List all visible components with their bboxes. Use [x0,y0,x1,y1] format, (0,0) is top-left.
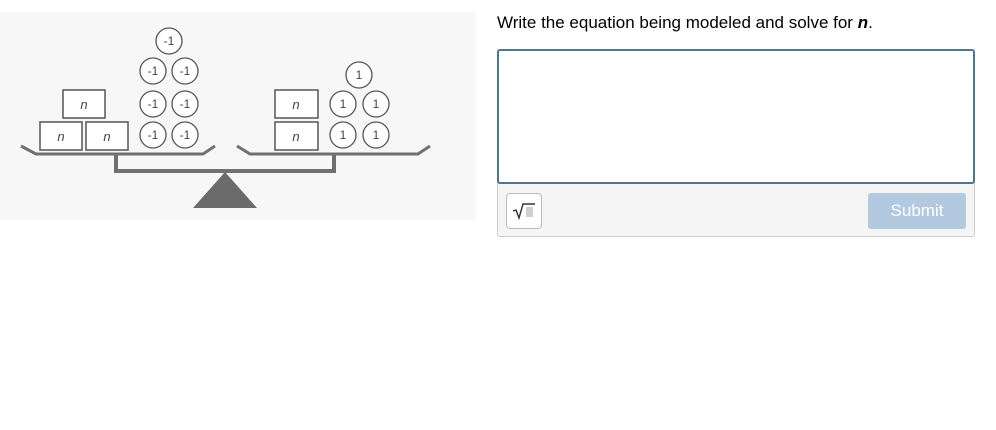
svg-text:-1: -1 [148,97,159,111]
left-variable-block: n [85,121,129,151]
positive-unit-tile: 1 [329,121,357,149]
negative-unit-tile: -1 [171,121,199,149]
balance-beam [114,154,336,173]
svg-text:-1: -1 [164,34,175,48]
question-prompt: Write the equation being modeled and sol… [497,12,873,34]
positive-unit-tile: 1 [362,121,390,149]
question-text: Write the equation being modeled and sol… [497,13,858,32]
left-pan [20,144,216,156]
negative-unit-tile: -1 [171,57,199,85]
svg-text:1: 1 [373,128,380,142]
negative-unit-tile: -1 [155,27,183,55]
fulcrum [193,172,257,208]
svg-text:-1: -1 [148,128,159,142]
balance-scale-diagram: n n n -1 -1 -1 -1 -1 [20,27,431,208]
question-period: . [868,13,873,32]
answer-area: Submit [497,49,975,237]
right-variable-block: n [274,89,319,119]
positive-unit-tile: 1 [345,61,373,89]
svg-text:1: 1 [356,68,363,82]
right-pan [236,144,431,156]
square-root-icon [512,203,535,221]
svg-text:n: n [292,97,299,112]
question-variable: n [857,13,869,32]
left-variable-block: n [62,89,106,119]
svg-text:-1: -1 [180,128,191,142]
left-variable-block: n [39,121,83,151]
negative-unit-tile: -1 [139,57,167,85]
balance-scale-figure: n n n -1 -1 -1 -1 -1 [0,12,476,220]
svg-text:n: n [292,129,299,144]
svg-text:-1: -1 [180,97,191,111]
svg-text:1: 1 [373,97,380,111]
negative-unit-tile: -1 [171,90,199,118]
negative-unit-tile: -1 [139,121,167,149]
negative-unit-tile: -1 [139,90,167,118]
svg-text:1: 1 [340,128,347,142]
answer-input[interactable] [497,49,975,184]
math-keyboard-button[interactable] [506,193,542,229]
svg-text:n: n [57,129,64,144]
right-variable-block: n [274,121,319,151]
svg-text:n: n [80,97,87,112]
positive-unit-tile: 1 [362,90,390,118]
svg-text:1: 1 [340,97,347,111]
positive-unit-tile: 1 [329,90,357,118]
svg-text:-1: -1 [180,64,191,78]
svg-text:n: n [103,129,110,144]
submit-button[interactable]: Submit [868,193,966,229]
svg-text:-1: -1 [148,64,159,78]
